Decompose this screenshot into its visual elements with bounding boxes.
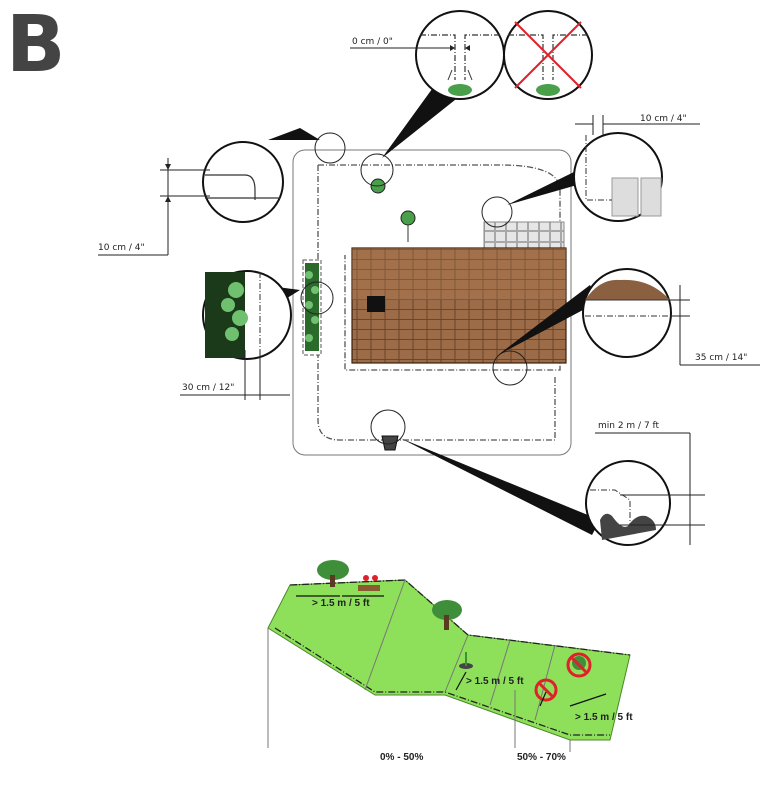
paving-tiles: [483, 221, 565, 249]
zoom-hedge: [180, 270, 292, 400]
label-flowerbed-offset: 30 cm / 12": [182, 383, 235, 393]
distance-label-1: > 1.5 m / 5 ft: [312, 598, 370, 609]
plant-icon: [459, 652, 473, 669]
hedge-strip: [302, 259, 322, 356]
callout-marker: [360, 153, 394, 187]
section-letter: B: [6, 0, 66, 90]
label-gap-zero: 0 cm / 0": [352, 37, 393, 47]
callout-marker: [300, 281, 334, 315]
slope-diagram: [267, 560, 631, 752]
label-wall-height: 10 cm / 4": [98, 243, 145, 253]
tree-icon: [317, 560, 349, 587]
zoom-wall: [98, 141, 284, 256]
callout-pointers: [262, 78, 600, 535]
callout-marker: [492, 350, 528, 386]
label-paving-offset: 10 cm / 4": [640, 114, 687, 124]
callout-marker: [481, 196, 513, 228]
label-passage-min: min 2 m / 7 ft: [598, 421, 660, 431]
distance-label-2: > 1.5 m / 5 ft: [466, 676, 524, 687]
slope-range-2: 50% - 70%: [517, 752, 566, 763]
tree-icon: [400, 210, 416, 242]
zoom-paving: [573, 115, 700, 222]
callout-marker: [370, 409, 406, 445]
zoom-gap-zero: [350, 10, 505, 100]
flowerbed-icon: [358, 575, 380, 591]
zoom-wrong-placement: [503, 10, 593, 100]
zoom-step: [582, 268, 760, 366]
tree-icon: [432, 600, 462, 630]
zoom-charging-station: [585, 432, 705, 546]
charging-station-icon: [381, 435, 399, 451]
label-step-height: 35 cm / 14": [695, 353, 748, 363]
callout-marker: [314, 132, 346, 164]
slope-range-1: 0% - 50%: [380, 752, 424, 763]
distance-label-3: > 1.5 m / 5 ft: [575, 712, 633, 723]
prohibited-tree-icon: [566, 652, 592, 678]
prohibited-plant-icon: [534, 678, 558, 702]
house-roof: [351, 247, 567, 364]
